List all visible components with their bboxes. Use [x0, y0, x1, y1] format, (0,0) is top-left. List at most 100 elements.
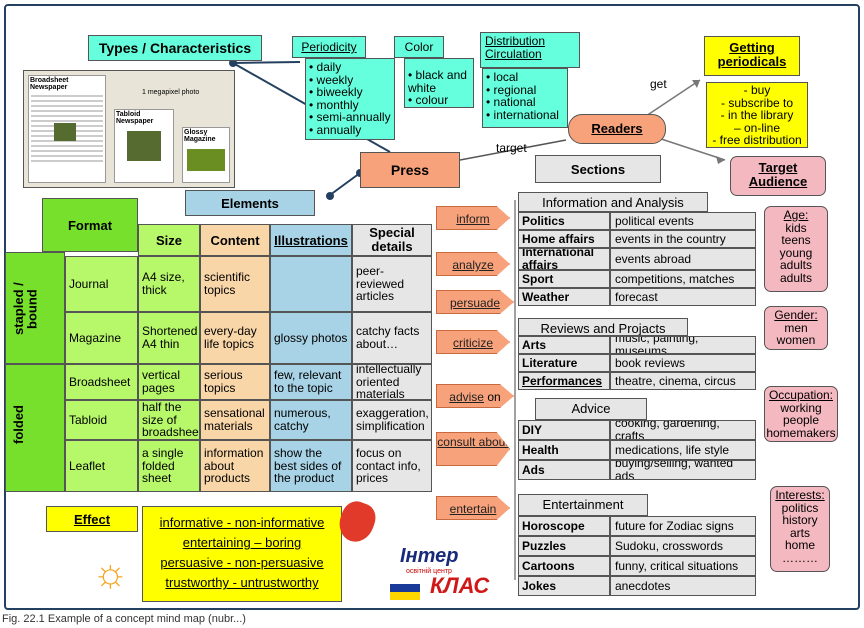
- advise-label: advise: [449, 390, 484, 404]
- info_analysis-row-name: International affairs: [518, 248, 610, 270]
- per-list-item: monthly: [309, 99, 391, 112]
- effect-lines-box: informative - non-informative entertainin…: [142, 506, 342, 602]
- advice-row-name: Ads: [518, 460, 610, 480]
- table-cell-text: information about products: [204, 446, 264, 486]
- table-cell-text: half the size of broadsheet: [142, 400, 200, 440]
- info_analysis-row-name: Sport: [518, 270, 610, 288]
- age-item: kids: [785, 220, 807, 235]
- newspaper-types-image: Broadsheet Newspaper Tabloid Newspaper G…: [23, 70, 235, 188]
- info_analysis-row-name: Politics: [518, 212, 610, 230]
- table-cell-name: Tabloid: [65, 400, 138, 440]
- table-cell-text: Leaflet: [69, 458, 106, 473]
- entertainment-row-name: Jokes: [518, 576, 610, 596]
- info_analysis-row-desc-text: political events: [615, 213, 694, 228]
- stapled-label: stapled / bound: [11, 282, 40, 336]
- interests-item: home: [784, 538, 816, 553]
- table-cell-text: every-day life topics: [204, 324, 257, 351]
- table-cell-name: Journal: [65, 256, 138, 312]
- occupation-item: homemakers: [766, 425, 836, 440]
- info_analysis-row-desc: political events: [610, 212, 756, 230]
- flag-icon: [390, 584, 420, 600]
- effect-line: persuasive - non-persuasive: [160, 555, 324, 571]
- content-label: Content: [210, 233, 260, 248]
- entertainment-title-text: Entertainment: [542, 497, 624, 512]
- table-cell-text: scientific topics: [204, 270, 251, 297]
- table-cell-name: Magazine: [65, 312, 138, 364]
- getting-periodicals-box: Getting periodicals: [704, 36, 800, 76]
- advise-arrow: advise on: [436, 384, 514, 408]
- reviews-title: Reviews and Projacts: [518, 318, 688, 336]
- persuade-label: persuade: [449, 296, 501, 310]
- per-list-item: daily: [309, 61, 391, 74]
- info_analysis-row-desc-text: competitions, matches: [615, 271, 735, 286]
- get-list-item: - subscribe to: [720, 95, 794, 110]
- sections-label: Sections: [570, 162, 626, 177]
- distribution-title: Distribution: [485, 34, 546, 48]
- table-cell-text: A4 size, thick: [142, 270, 185, 297]
- table-cell-text: Tabloid: [69, 412, 108, 427]
- color-list: black and whitecolour: [404, 58, 474, 108]
- format-label: Format: [67, 218, 113, 233]
- age-item: adults: [779, 270, 813, 285]
- table-cell-content: serious topics: [200, 364, 270, 400]
- info_analysis-row-name: Home affairs: [518, 230, 610, 248]
- reviews-row-name: Literature: [518, 354, 610, 372]
- table-cell-size: a single folded sheet: [138, 440, 200, 492]
- advice-title-text: Advice: [571, 401, 611, 416]
- interests-item: politics: [781, 500, 819, 515]
- elements-box: Elements: [185, 190, 315, 216]
- advice-title: Advice: [535, 398, 647, 420]
- reviews-row-name-text: Literature: [522, 355, 578, 370]
- entertainment-row-name: Cartoons: [518, 556, 610, 576]
- table-cell-text: focus on contact info, prices: [356, 446, 421, 486]
- criticize-arrow: criticize: [436, 330, 510, 354]
- target-label: target: [496, 141, 527, 155]
- table-cell-illus: few, relevant to the topic: [270, 364, 352, 400]
- occupation-item: working people: [780, 400, 822, 428]
- entertainment-row-name-text: Jokes: [522, 578, 557, 593]
- get-list-item: - in the library: [720, 108, 794, 123]
- info_analysis-row-desc-text: events abroad: [615, 251, 692, 266]
- getting-title: Getting periodicals: [717, 40, 787, 69]
- get-list-item: – on-line: [733, 120, 781, 135]
- table-cell-name: Leaflet: [65, 440, 138, 492]
- effect-line: informative - non-informative: [159, 515, 325, 530]
- entertain-label: entertain: [449, 502, 497, 516]
- entertainment-title: Entertainment: [518, 494, 648, 516]
- info_analysis-row-desc: competitions, matches: [610, 270, 756, 288]
- effect-line: entertaining – boring: [182, 535, 302, 551]
- special-header: Special details: [352, 224, 432, 256]
- info_analysis-row-desc-text: events in the country: [615, 231, 726, 246]
- table-cell-text: numerous, catchy: [274, 406, 331, 433]
- entertainment-row-desc: Sudoku, crosswords: [610, 536, 756, 556]
- gender-item: women: [776, 333, 816, 348]
- table-cell-size: half the size of broadsheet: [138, 400, 200, 440]
- table-cell-special: intellectually oriented materials: [352, 364, 432, 400]
- table-cell-content: information about products: [200, 440, 270, 492]
- criticize-label: criticize: [452, 336, 493, 350]
- table-cell-illus: numerous, catchy: [270, 400, 352, 440]
- col-list-item: colour: [408, 94, 470, 107]
- per-list-item: biweekly: [309, 86, 391, 99]
- analyze-arrow: analyze: [436, 252, 510, 276]
- advice-row-name-text: Ads: [522, 462, 545, 477]
- table-cell-text: a single folded sheet: [142, 446, 184, 486]
- thumbs-up-icon: ☼: [92, 551, 129, 595]
- persuade-arrow: persuade: [436, 290, 514, 314]
- gender-title: Gender:: [774, 308, 818, 322]
- periodicity-title: Periodicity: [301, 40, 357, 54]
- table-cell-text: intellectually oriented materials: [356, 364, 422, 400]
- consult-arrow: consult about: [436, 432, 510, 466]
- advice-row-name: Health: [518, 440, 610, 460]
- periodicity-list: dailyweeklybiweeklymonthlysemi-annuallya…: [305, 58, 395, 140]
- dist-list-item: local: [486, 71, 564, 84]
- per-list-item: semi-annually: [309, 111, 391, 124]
- types-box: Types / Characteristics: [88, 35, 262, 61]
- entertainment-row-name: Horoscope: [518, 516, 610, 536]
- reviews-row-desc-text: theatre, cinema, circus: [615, 373, 736, 388]
- illustrations-label: Illustrations: [274, 233, 348, 248]
- target-audience-box: Target Audience: [730, 156, 826, 196]
- table-cell-illus: glossy photos: [270, 312, 352, 364]
- entertainment-row-name-text: Puzzles: [522, 538, 567, 553]
- reviews-row-desc: book reviews: [610, 354, 756, 372]
